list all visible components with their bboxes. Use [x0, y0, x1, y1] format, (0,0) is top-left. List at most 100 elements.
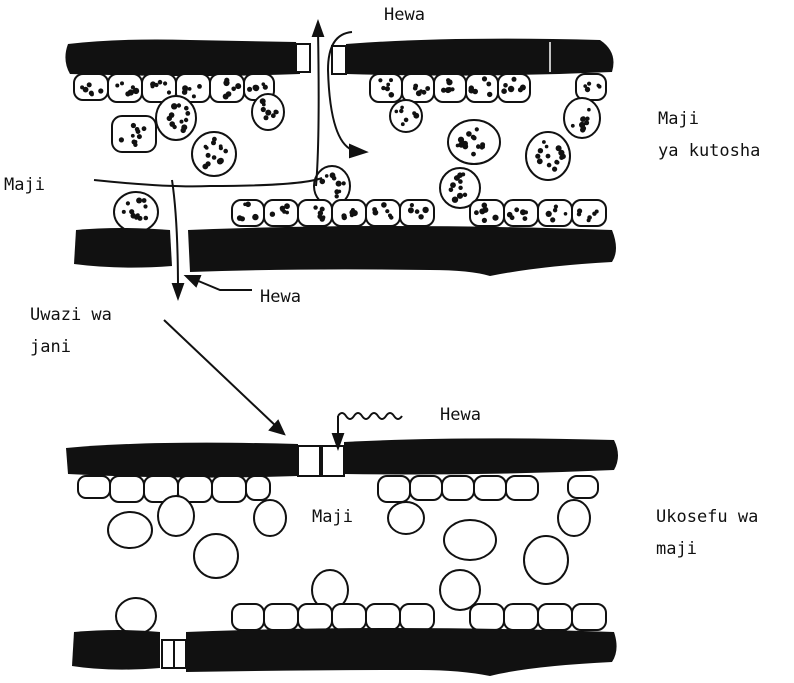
chloroplast [223, 149, 228, 154]
chloroplast [471, 152, 476, 157]
chloroplast [399, 109, 403, 113]
chloroplast [144, 216, 149, 221]
chloroplast [512, 77, 517, 82]
chloroplast [136, 213, 140, 217]
chloroplast [507, 212, 513, 218]
chloroplast [120, 81, 124, 85]
label-stoma-1: Uwazi wa [30, 305, 112, 325]
chloroplast [313, 205, 317, 209]
guard-cell-closed [322, 446, 344, 476]
chloroplast [197, 84, 202, 89]
chloroplast [134, 140, 138, 144]
chloroplast [458, 186, 462, 190]
chloroplast [415, 209, 420, 214]
chloroplast [172, 125, 176, 129]
chloroplast [487, 92, 492, 97]
chloroplast [325, 174, 329, 178]
chloroplast [389, 215, 393, 219]
chloroplast [167, 90, 171, 94]
palisade-cells-b-top [78, 476, 598, 502]
chloroplast [342, 215, 347, 220]
water-flow-arrow [94, 178, 322, 186]
chloroplast [587, 108, 591, 112]
chloroplast [581, 126, 586, 131]
guard-cell [296, 44, 310, 72]
label-condition-bottom-1: Ukosefu wa [656, 507, 758, 527]
chloroplast [456, 144, 460, 148]
chloroplast [90, 92, 94, 96]
label-stoma-2: jani [30, 337, 71, 357]
chloroplast [472, 136, 477, 141]
chloroplast [212, 137, 217, 142]
chloroplast [564, 212, 568, 216]
chloroplast [163, 81, 167, 85]
chloroplast [115, 84, 119, 88]
chloroplast [381, 86, 385, 90]
chloroplast [131, 85, 135, 89]
chloroplast [136, 129, 141, 134]
chloroplast [262, 82, 266, 86]
chloroplast [373, 210, 379, 216]
chloroplast [395, 110, 399, 114]
chloroplast [219, 146, 223, 150]
chloroplast [556, 145, 562, 151]
palisade-cells-top-right [370, 74, 606, 102]
chloroplast [378, 78, 382, 82]
chloroplast [171, 103, 177, 109]
chloroplast [523, 216, 528, 221]
lower-epidermis-right [188, 226, 616, 276]
chloroplast [185, 111, 190, 116]
lower-epidermis-left-b [72, 630, 160, 670]
chloroplast [131, 134, 135, 138]
chloroplast [130, 210, 134, 214]
chloroplast [336, 181, 342, 187]
chloroplast-dots [80, 76, 601, 627]
chloroplast [217, 158, 223, 164]
chloroplast [349, 210, 355, 216]
chloroplast [545, 145, 549, 149]
chloroplast [184, 106, 189, 111]
chloroplast [577, 212, 581, 216]
chloroplast [169, 112, 175, 118]
chloroplast [126, 201, 130, 205]
chloroplast [538, 148, 543, 153]
upper-epidermis-left-b [66, 443, 298, 478]
chloroplast [386, 83, 390, 87]
chloroplast [475, 127, 479, 131]
lower-epidermis-right-b [186, 628, 617, 676]
chloroplast [552, 167, 557, 172]
chloroplast [482, 218, 487, 223]
chloroplast [181, 128, 186, 133]
chloroplast [131, 123, 136, 128]
lower-epidermis-left [74, 228, 172, 268]
chloroplast [158, 80, 163, 85]
chloroplast [136, 198, 142, 204]
palisade-cells-b-bottom [232, 604, 606, 630]
chloroplast [460, 140, 464, 144]
chloroplast [231, 87, 236, 92]
chloroplast [180, 120, 184, 124]
chloroplast [441, 88, 446, 93]
chloroplast [177, 103, 181, 107]
chloroplast [335, 194, 339, 198]
chloroplast [582, 116, 586, 120]
chloroplast [466, 131, 472, 137]
chloroplast [275, 110, 279, 114]
stoma-pointer [164, 320, 284, 434]
chloroplast [476, 144, 481, 149]
chloroplast [264, 115, 269, 120]
chloroplast [503, 83, 508, 88]
chloroplast [571, 124, 575, 128]
chloroplast [206, 153, 211, 158]
chloroplast [247, 87, 252, 92]
chloroplast [237, 215, 243, 221]
chloroplast [183, 88, 187, 92]
chloroplast [253, 85, 259, 91]
chloroplast [479, 208, 485, 214]
upper-epidermis-right [346, 39, 614, 76]
chloroplast [501, 88, 507, 94]
chloroplast [226, 91, 232, 97]
chloroplast [125, 91, 130, 96]
chloroplast [454, 176, 458, 180]
